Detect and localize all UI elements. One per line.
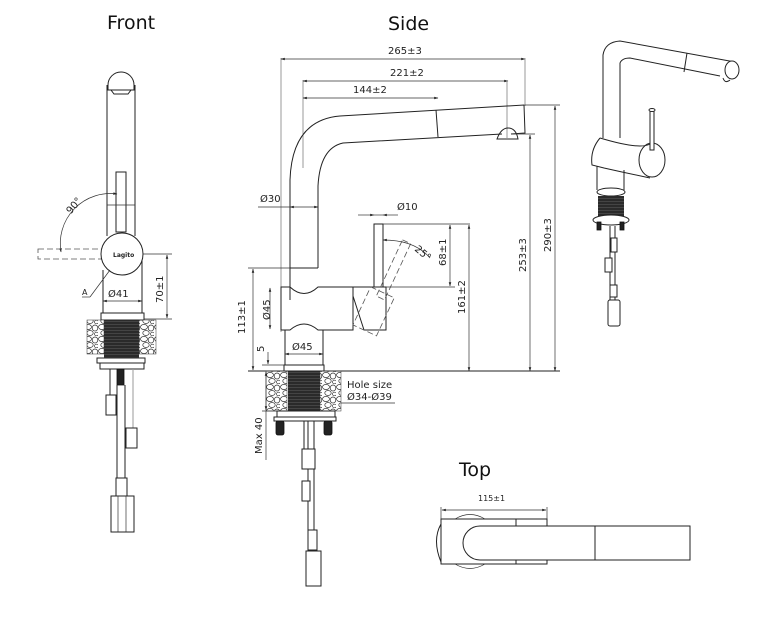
iso-spout-outer bbox=[602, 40, 736, 138]
front-aerator bbox=[110, 89, 132, 95]
iso-spout-inner bbox=[619, 57, 721, 138]
overall-height-label: 290±3 bbox=[543, 218, 554, 252]
front-lever bbox=[115, 171, 127, 233]
lever-height-label: 68±1 bbox=[438, 239, 449, 266]
front-view-title: Front bbox=[107, 12, 155, 34]
lever-angle-label: 25° bbox=[412, 244, 433, 264]
base-diameter-label: Ø45 bbox=[292, 341, 313, 353]
aerator-height-label: 253±3 bbox=[518, 238, 529, 272]
rotation-arc bbox=[59, 192, 118, 253]
top-view: Top 115±1 bbox=[436, 459, 691, 569]
front-counter-right bbox=[138, 319, 157, 355]
rotation-angle-label: 90° bbox=[65, 196, 85, 217]
iso-weight bbox=[607, 299, 621, 327]
top-view-title: Top bbox=[458, 459, 491, 481]
side-spout-outer bbox=[289, 104, 526, 300]
iso-thread bbox=[598, 196, 624, 218]
top-spout bbox=[462, 525, 691, 561]
side-aerator bbox=[496, 127, 519, 140]
side-lever bbox=[373, 223, 384, 288]
side-handle bbox=[352, 286, 387, 331]
side-counter-left bbox=[265, 370, 288, 412]
front-counter-left bbox=[86, 319, 105, 355]
max-thickness-label: Max 40 bbox=[254, 417, 265, 454]
front-view: Front 90° Lagito A Ø41 70±1 bbox=[37, 12, 172, 533]
lever-top-height-label: 161±2 bbox=[457, 280, 468, 314]
hole-size-label: Hole size bbox=[347, 380, 392, 391]
isometric-view bbox=[591, 40, 740, 327]
side-counter-right bbox=[319, 370, 342, 412]
lever-diameter-label: Ø10 bbox=[397, 201, 418, 213]
front-thread bbox=[104, 320, 139, 358]
side-view: Side 265±3 221±2 144±2 Ø30 bbox=[237, 13, 560, 587]
detail-a-marker: A bbox=[82, 288, 88, 297]
body-diameter-label: Ø45 bbox=[261, 299, 273, 320]
front-spout-head bbox=[107, 71, 135, 91]
front-logo: Lagito bbox=[113, 252, 134, 259]
top-width-label: 115±1 bbox=[478, 494, 505, 503]
side-spout-inner bbox=[317, 133, 503, 268]
hole-size-value: Ø34-Ø39 bbox=[347, 391, 392, 403]
front-height-label: 70±1 bbox=[155, 276, 166, 303]
iso-spout-end bbox=[724, 60, 740, 80]
spout-diameter-label: Ø30 bbox=[260, 193, 281, 205]
body-height-label: 113±1 bbox=[237, 300, 248, 334]
side-body bbox=[280, 286, 354, 331]
front-weight bbox=[110, 495, 135, 533]
side-weight bbox=[305, 550, 322, 587]
overall-reach-label: 265±3 bbox=[388, 46, 422, 57]
front-hose-connector bbox=[105, 394, 117, 416]
side-thread bbox=[288, 371, 320, 411]
aerator-reach-label: 221±2 bbox=[390, 68, 424, 79]
top-handle-cap bbox=[436, 523, 442, 563]
side-view-title: Side bbox=[388, 13, 429, 35]
spout-joint-reach-label: 144±2 bbox=[353, 85, 387, 96]
front-diameter-label: Ø41 bbox=[108, 288, 129, 300]
iso-lever bbox=[649, 109, 655, 151]
base-gap-label: 5 bbox=[256, 346, 267, 352]
front-lever-rotated bbox=[37, 248, 103, 260]
